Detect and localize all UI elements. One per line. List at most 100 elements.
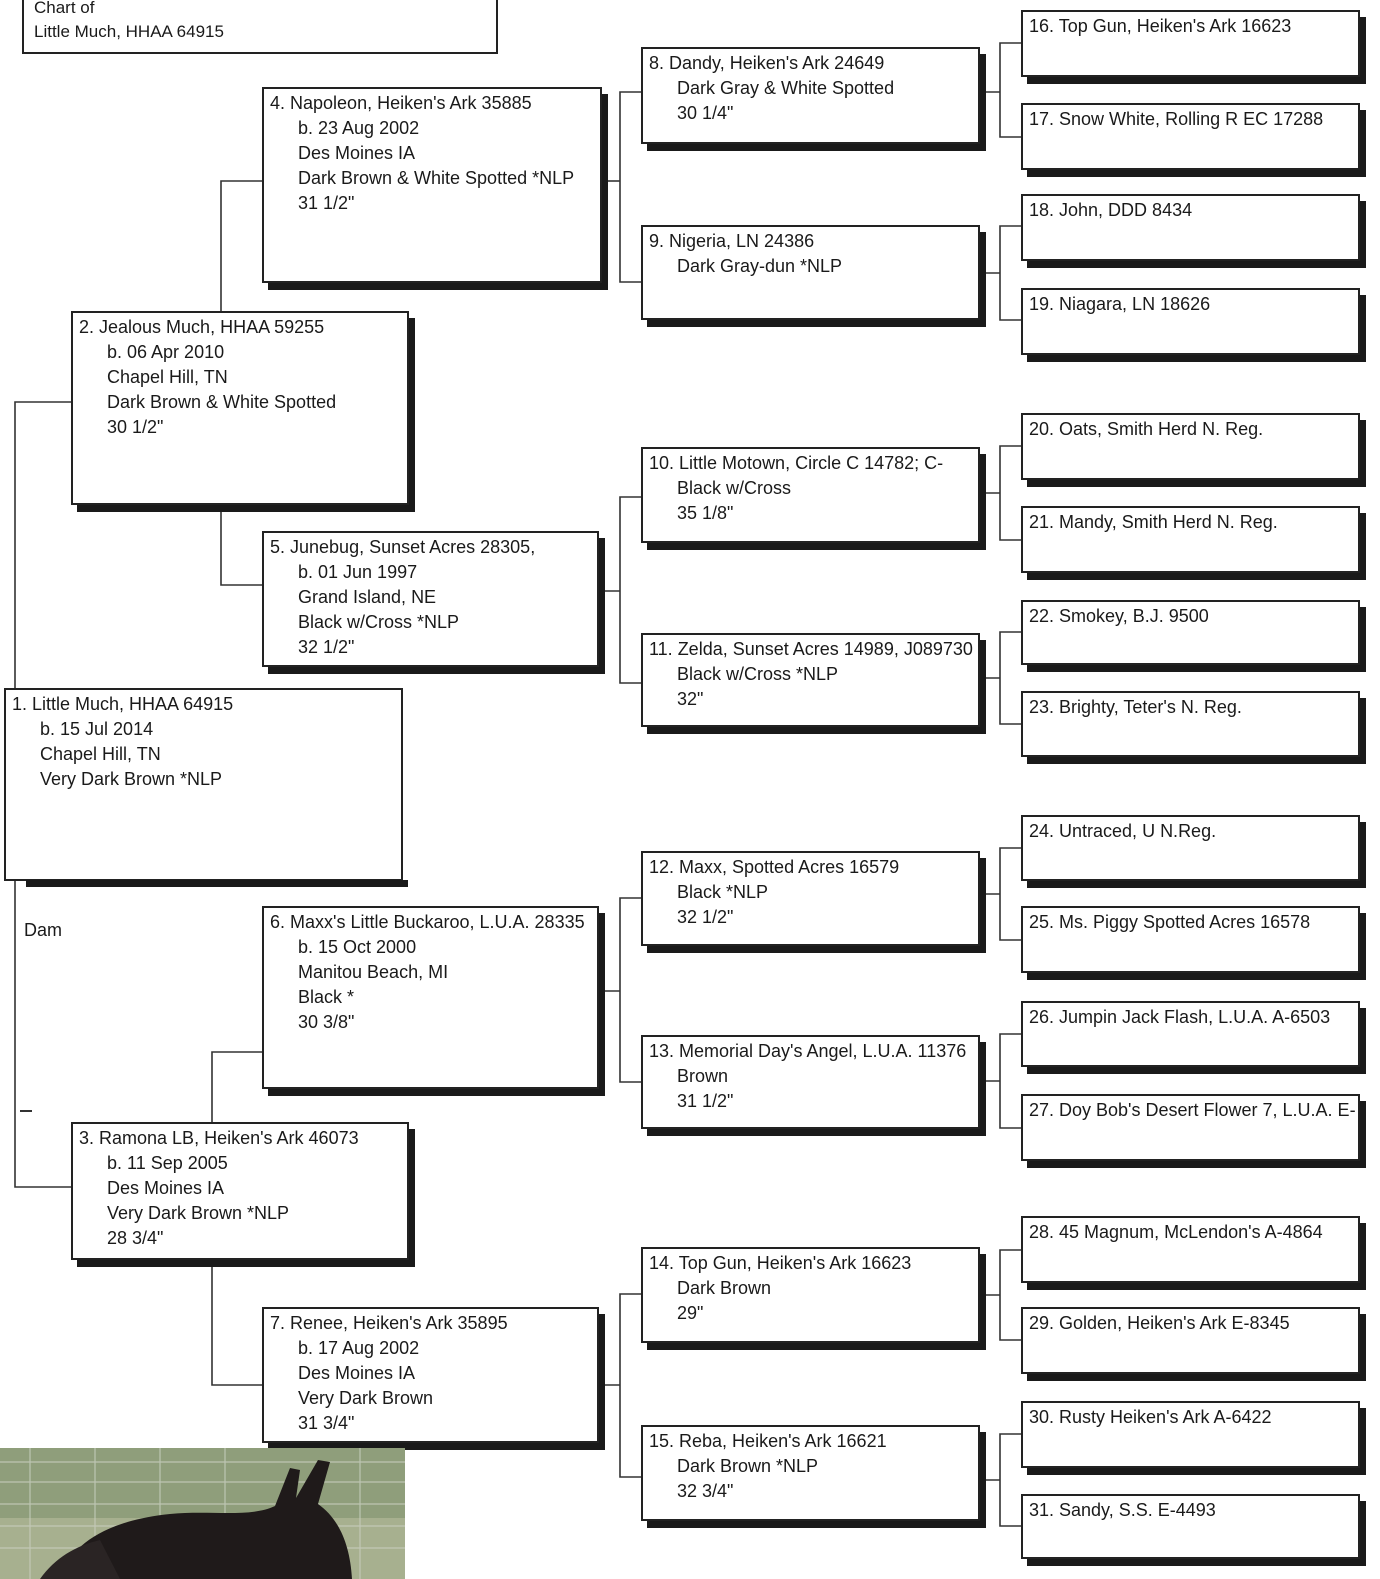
ancestor-15-color: Dark Brown *NLP — [677, 1456, 819, 1476]
ancestor-6-name: 6. Maxx's Little Buckaroo, L.U.A. 28335 — [270, 912, 585, 932]
ancestor-box-27: 27. Doy Bob's Desert Flower 7, L.U.A. E- — [1021, 1094, 1360, 1161]
sire-height: 30 1/2" — [107, 417, 164, 437]
chart-header: Chart of Little Much, HHAA 64915 — [22, 0, 498, 54]
ancestor-box-10: 10. Little Motown, Circle C 14782; C- Bl… — [641, 447, 980, 543]
ancestor-box-17: 17. Snow White, Rolling R EC 17288 — [1021, 103, 1360, 170]
ancestor-4-name: 4. Napoleon, Heiken's Ark 35885 — [270, 93, 532, 113]
donkey-photo — [0, 1448, 405, 1579]
ancestor-box-6: 6. Maxx's Little Buckaroo, L.U.A. 28335 … — [262, 906, 599, 1089]
ancestor-5-height: 32 1/2" — [298, 637, 355, 657]
ancestor-30-name: 30. Rusty Heiken's Ark A-6422 — [1029, 1407, 1272, 1427]
ancestor-box-18: 18. John, DDD 8434 — [1021, 194, 1360, 261]
ancestor-7-place: Des Moines IA — [298, 1363, 416, 1383]
sire-name: 2. Jealous Much, HHAA 59255 — [79, 317, 325, 337]
ancestor-8-color: Dark Gray & White Spotted — [677, 78, 895, 98]
sire-place: Chapel Hill, TN — [107, 367, 228, 387]
subject-box: 1. Little Much, HHAA 64915 b. 15 Jul 201… — [4, 688, 403, 881]
dam-birth: b. 11 Sep 2005 — [107, 1153, 228, 1173]
ancestor-box-8: 8. Dandy, Heiken's Ark 24649 Dark Gray &… — [641, 47, 980, 144]
ancestor-4-birth: b. 23 Aug 2002 — [298, 118, 420, 138]
ancestor-16-name: 16. Top Gun, Heiken's Ark 16623 — [1029, 16, 1292, 36]
ancestor-box-5: 5. Junebug, Sunset Acres 28305, b. 01 Ju… — [262, 531, 599, 667]
dam-box: 3. Ramona LB, Heiken's Ark 46073 b. 11 S… — [71, 1122, 409, 1260]
ancestor-15-name: 15. Reba, Heiken's Ark 16621 — [649, 1431, 887, 1451]
ancestor-6-height: 30 3/8" — [298, 1012, 355, 1032]
ancestor-9-name: 9. Nigeria, LN 24386 — [649, 231, 815, 251]
ancestor-4-place: Des Moines IA — [298, 143, 416, 163]
ancestor-box-9: 9. Nigeria, LN 24386 Dark Gray-dun *NLP — [641, 225, 980, 320]
ancestor-27-name: 27. Doy Bob's Desert Flower 7, L.U.A. E- — [1029, 1100, 1356, 1120]
ancestor-box-31: 31. Sandy, S.S. E-4493 — [1021, 1494, 1360, 1559]
ancestor-17-name: 17. Snow White, Rolling R EC 17288 — [1029, 109, 1324, 129]
ancestor-8-name: 8. Dandy, Heiken's Ark 24649 — [649, 53, 885, 73]
subject-place: Chapel Hill, TN — [40, 744, 161, 764]
ancestor-24-name: 24. Untraced, U N.Reg. — [1029, 821, 1217, 841]
dam-tick-mark — [20, 1110, 32, 1112]
ancestor-26-name: 26. Jumpin Jack Flash, L.U.A. A-6503 — [1029, 1007, 1331, 1027]
ancestor-5-color: Black w/Cross *NLP — [298, 612, 460, 632]
ancestor-20-name: 20. Oats, Smith Herd N. Reg. — [1029, 419, 1264, 439]
ancestor-14-height: 29" — [677, 1303, 704, 1323]
ancestor-box-14: 14. Top Gun, Heiken's Ark 16623 Dark Bro… — [641, 1247, 980, 1343]
ancestor-29-name: 29. Golden, Heiken's Ark E-8345 — [1029, 1313, 1290, 1333]
subject-birth: b. 15 Jul 2014 — [40, 719, 154, 739]
ancestor-13-height: 31 1/2" — [677, 1091, 734, 1111]
ancestor-box-7: 7. Renee, Heiken's Ark 35895 b. 17 Aug 2… — [262, 1307, 599, 1443]
ancestor-12-name: 12. Maxx, Spotted Acres 16579 — [649, 857, 900, 877]
ancestor-box-29: 29. Golden, Heiken's Ark E-8345 — [1021, 1307, 1360, 1374]
ancestor-21-name: 21. Mandy, Smith Herd N. Reg. — [1029, 512, 1278, 532]
ancestor-13-color: Brown — [677, 1066, 729, 1086]
ancestor-23-name: 23. Brighty, Teter's N. Reg. — [1029, 697, 1242, 717]
chart-subject-name: Little Much, HHAA 64915 — [34, 22, 224, 41]
ancestor-18-name: 18. John, DDD 8434 — [1029, 200, 1193, 220]
ancestor-4-color: Dark Brown & White Spotted *NLP — [298, 168, 575, 188]
chart-of-label: Chart of — [34, 0, 95, 17]
ancestor-22-name: 22. Smokey, B.J. 9500 — [1029, 606, 1209, 626]
ancestor-box-23: 23. Brighty, Teter's N. Reg. — [1021, 691, 1360, 757]
sire-box: 2. Jealous Much, HHAA 59255 b. 06 Apr 20… — [71, 311, 409, 505]
ancestor-box-21: 21. Mandy, Smith Herd N. Reg. — [1021, 506, 1360, 573]
ancestor-12-height: 32 1/2" — [677, 907, 734, 927]
ancestor-box-13: 13. Memorial Day's Angel, L.U.A. 11376 B… — [641, 1035, 980, 1129]
dam-color: Very Dark Brown *NLP — [107, 1203, 290, 1223]
ancestor-8-height: 30 1/4" — [677, 103, 734, 123]
ancestor-11-color: Black w/Cross *NLP — [677, 664, 839, 684]
ancestor-box-30: 30. Rusty Heiken's Ark A-6422 — [1021, 1401, 1360, 1468]
ancestor-14-name: 14. Top Gun, Heiken's Ark 16623 — [649, 1253, 912, 1273]
ancestor-11-height: 32" — [677, 689, 704, 709]
ancestor-7-birth: b. 17 Aug 2002 — [298, 1338, 420, 1358]
ancestor-box-4: 4. Napoleon, Heiken's Ark 35885 b. 23 Au… — [262, 87, 602, 283]
ancestor-6-color: Black * — [298, 987, 355, 1007]
ancestor-box-19: 19. Niagara, LN 18626 — [1021, 288, 1360, 355]
ancestor-box-26: 26. Jumpin Jack Flash, L.U.A. A-6503 — [1021, 1001, 1360, 1067]
ancestor-25-name: 25. Ms. Piggy Spotted Acres 16578 — [1029, 912, 1311, 932]
ancestor-10-height: 35 1/8" — [677, 503, 734, 523]
ancestor-12-color: Black *NLP — [677, 882, 769, 902]
dam-height: 28 3/4" — [107, 1228, 164, 1248]
subject-box-shadow — [26, 880, 408, 887]
ancestor-9-color: Dark Gray-dun *NLP — [677, 256, 843, 276]
subject-name: 1. Little Much, HHAA 64915 — [12, 694, 234, 714]
ancestor-4-height: 31 1/2" — [298, 193, 355, 213]
ancestor-6-birth: b. 15 Oct 2000 — [298, 937, 417, 957]
ancestor-15-height: 32 3/4" — [677, 1481, 734, 1501]
ancestor-10-color: Black w/Cross — [677, 478, 792, 498]
ancestor-box-20: 20. Oats, Smith Herd N. Reg. — [1021, 413, 1360, 480]
sire-birth: b. 06 Apr 2010 — [107, 342, 225, 362]
ancestor-11-name: 11. Zelda, Sunset Acres 14989, J089730 — [649, 639, 973, 659]
ancestor-5-name: 5. Junebug, Sunset Acres 28305, — [270, 537, 536, 557]
dam-name: 3. Ramona LB, Heiken's Ark 46073 — [79, 1128, 359, 1148]
ancestor-7-height: 31 3/4" — [298, 1413, 355, 1433]
ancestor-5-place: Grand Island, NE — [298, 587, 437, 607]
subject-color: Very Dark Brown *NLP — [40, 769, 223, 789]
ancestor-13-name: 13. Memorial Day's Angel, L.U.A. 11376 — [649, 1041, 967, 1061]
ancestor-7-color: Very Dark Brown — [298, 1388, 434, 1408]
ancestor-box-16: 16. Top Gun, Heiken's Ark 16623 — [1021, 10, 1360, 77]
ancestor-5-birth: b. 01 Jun 1997 — [298, 562, 418, 582]
ancestor-box-24: 24. Untraced, U N.Reg. — [1021, 815, 1360, 881]
ancestor-7-name: 7. Renee, Heiken's Ark 35895 — [270, 1313, 508, 1333]
ancestor-19-name: 19. Niagara, LN 18626 — [1029, 294, 1211, 314]
ancestor-14-color: Dark Brown — [677, 1278, 772, 1298]
sire-color: Dark Brown & White Spotted — [107, 392, 337, 412]
